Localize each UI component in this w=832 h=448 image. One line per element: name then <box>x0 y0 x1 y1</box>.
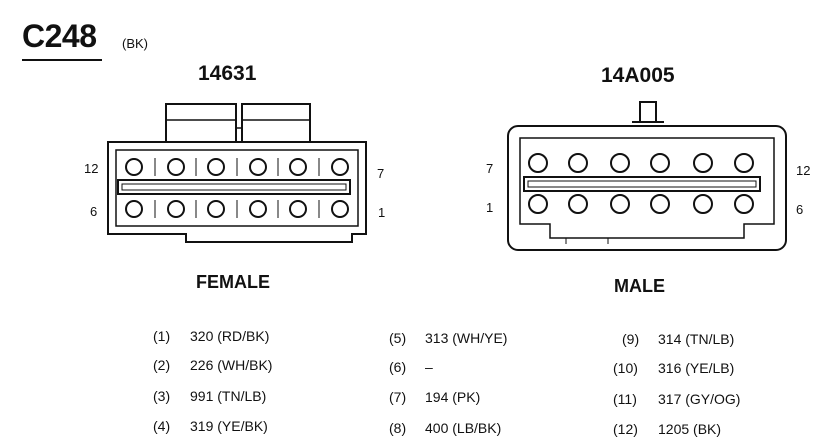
pin-number: (9) <box>622 331 640 347</box>
male-key-slot-inner <box>527 180 757 188</box>
pin-wire: – <box>425 359 433 375</box>
female-pin-label-bottom-right: 1 <box>378 205 386 220</box>
female-connector-drawing <box>107 103 367 243</box>
female-body <box>107 141 367 243</box>
pin-wire: 313 (WH/YE) <box>425 330 508 346</box>
pin-number: (5) <box>389 330 407 346</box>
pin-number: (8) <box>389 420 407 436</box>
female-pin-label-top-right: 7 <box>377 166 385 181</box>
male-top-key <box>639 101 657 123</box>
male-label: MALE <box>614 276 665 296</box>
pin-wire: 991 (TN/LB) <box>190 388 267 404</box>
connector-color-code: (BK) <box>122 36 148 51</box>
male-pin-label-top-left: 7 <box>486 161 494 176</box>
pin-wire: 319 (YE/BK) <box>190 418 268 434</box>
female-latch-right <box>241 103 311 142</box>
male-pin-label-top-right: 12 <box>796 163 811 178</box>
pin-number: (11) <box>613 391 637 407</box>
male-pin-label-bottom-right: 6 <box>796 202 804 217</box>
female-latch-left <box>165 103 237 142</box>
pin-number: (4) <box>153 418 171 434</box>
pin-number: (1) <box>153 328 171 344</box>
pin-number: (12) <box>613 421 638 437</box>
female-pin-label-top-left: 12 <box>84 161 99 176</box>
pin-number: (2) <box>153 357 171 373</box>
male-key-slot <box>523 176 761 192</box>
female-key-slot <box>117 179 351 195</box>
pin-wire: 194 (PK) <box>425 389 481 405</box>
pin-wire: 1205 (BK) <box>658 421 722 437</box>
pin-number: (6) <box>389 359 407 375</box>
pin-wire: 400 (LB/BK) <box>425 420 502 436</box>
male-part-number: 14A005 <box>601 64 675 87</box>
male-pin-label-bottom-left: 1 <box>486 200 494 215</box>
male-body <box>507 125 787 251</box>
connector-id: C248 <box>22 18 97 54</box>
female-cavity-frame <box>115 149 359 227</box>
pin-number: (10) <box>613 360 638 376</box>
female-label: FEMALE <box>196 272 270 292</box>
pin-wire: 317 (GY/OG) <box>658 391 741 407</box>
title-underline <box>22 59 102 61</box>
pin-wire: 320 (RD/BK) <box>190 328 270 344</box>
female-part-number: 14631 <box>198 62 257 85</box>
pin-wire: 316 (YE/LB) <box>658 360 735 376</box>
pin-number: (3) <box>153 388 171 404</box>
pin-wire: 314 (TN/LB) <box>658 331 735 347</box>
male-connector-drawing <box>507 101 787 251</box>
pin-wire: 226 (WH/BK) <box>190 357 273 373</box>
male-cavity-frame <box>519 137 775 239</box>
pin-number: (7) <box>389 389 407 405</box>
female-pin-label-bottom-left: 6 <box>90 204 98 219</box>
female-key-slot-inner <box>121 183 347 191</box>
